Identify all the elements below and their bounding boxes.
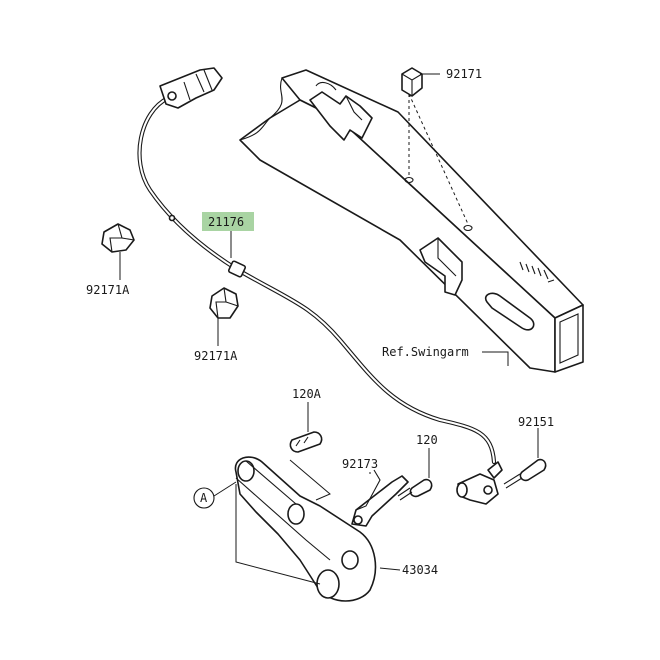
callout-43034[interactable]: 43034 [402,563,438,577]
swingarm-slot [484,292,535,331]
cable-connector [159,67,223,109]
clip-92171a-upper [101,223,135,253]
cable-grommet [227,260,247,278]
sensor-bracket [351,469,409,527]
callout-92151[interactable]: 92151 [518,415,554,429]
bolt-92151 [503,458,547,489]
mount-hole [463,224,473,232]
highlight-box [202,212,254,231]
mount-hole [404,176,414,184]
cable-holder [309,91,373,141]
callout-92171[interactable]: 92171 [446,67,482,81]
reference-letter-a: A [200,491,208,505]
bolt-120a [289,431,323,453]
callout-92171a-lower[interactable]: 92171A [194,349,238,363]
sensor-cable [137,67,497,465]
callout-92171a-upper[interactable]: 92171A [86,283,130,297]
callout-ref-swingarm: Ref.Swingarm [382,345,469,359]
clip-92171a-lower [209,287,239,319]
swingarm-end-cap [554,304,584,373]
reference-circle [193,487,215,509]
swingarm [239,69,584,373]
caliper-bracket [234,456,377,602]
callout-120[interactable]: 120 [416,433,438,447]
swingarm-bracket [419,237,463,296]
wheel-speed-sensor [456,461,503,505]
swingarm-side-face [239,99,556,373]
callout-120a[interactable]: 120A [292,387,322,401]
bolt-120 [397,478,433,501]
clip-92171 [401,67,423,97]
callout-21176[interactable]: 21176 [208,215,244,229]
callout-92173[interactable]: 92173 [342,457,378,471]
